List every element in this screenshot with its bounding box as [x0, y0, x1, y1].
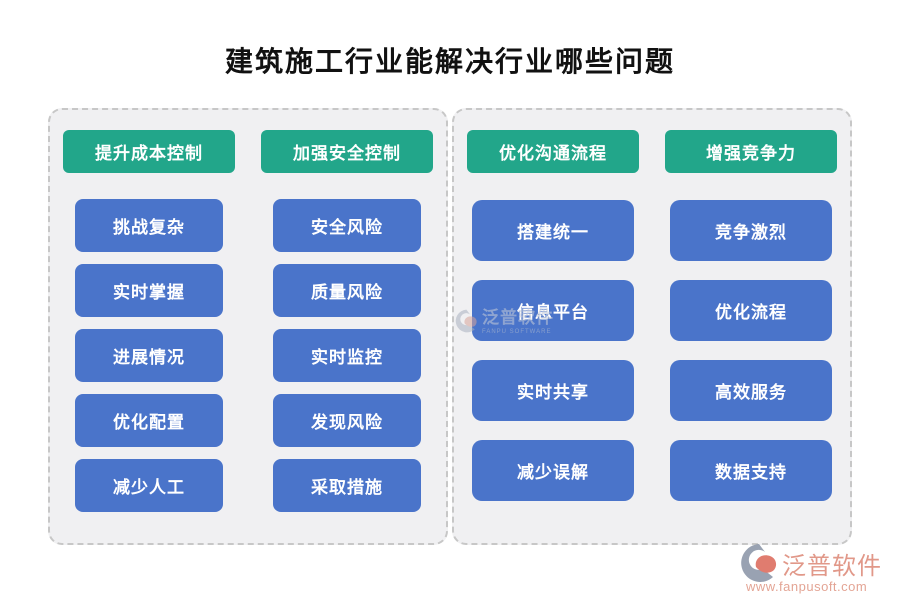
item-block: 信息平台 [472, 280, 634, 341]
item-block: 高效服务 [670, 360, 832, 421]
column-header-cost-control: 提升成本控制 [63, 130, 235, 173]
item-block: 竞争激烈 [670, 200, 832, 261]
page-title: 建筑施工行业能解决行业哪些问题 [224, 46, 675, 77]
panel-communication-competitiveness: 优化沟通流程 搭建统一 信息平台 实时共享 减少误解 增强竞争力 竞争激烈 优化… [452, 108, 852, 545]
item-block: 数据支持 [670, 440, 832, 501]
item-block: 采取措施 [273, 459, 421, 512]
column-competitiveness: 增强竞争力 竞争激烈 优化流程 高效服务 数据支持 [652, 110, 850, 543]
item-block: 发现风险 [273, 394, 421, 447]
fanpu-logo-icon [741, 544, 777, 582]
column-safety-control: 加强安全控制 安全风险 质量风险 实时监控 发现风险 采取措施 [248, 110, 446, 543]
column-header-safety-control: 加强安全控制 [261, 130, 433, 173]
item-block: 减少误解 [472, 440, 634, 501]
item-block: 减少人工 [75, 459, 223, 512]
footer-url-text: www.fanpusoft.com [746, 579, 868, 594]
item-block: 优化配置 [75, 394, 223, 447]
footer-brand-text: 泛普软件 [782, 552, 882, 580]
item-block: 实时共享 [472, 360, 634, 421]
item-block: 实时监控 [273, 329, 421, 382]
item-block: 挑战复杂 [75, 199, 223, 252]
column-communication: 优化沟通流程 搭建统一 信息平台 实时共享 减少误解 [454, 110, 652, 543]
item-block: 搭建统一 [472, 200, 634, 261]
item-block: 进展情况 [75, 329, 223, 382]
footer-logo: 泛普软件 www.fanpusoft.com [740, 543, 892, 594]
item-block: 实时掌握 [75, 264, 223, 317]
item-block: 安全风险 [273, 199, 421, 252]
item-block: 优化流程 [670, 280, 832, 341]
item-block: 质量风险 [273, 264, 421, 317]
panel-cost-safety: 提升成本控制 挑战复杂 实时掌握 进展情况 优化配置 减少人工 加强安全控制 安… [48, 108, 448, 545]
column-header-competitiveness: 增强竞争力 [665, 130, 837, 173]
column-header-communication: 优化沟通流程 [467, 130, 639, 173]
column-cost-control: 提升成本控制 挑战复杂 实时掌握 进展情况 优化配置 减少人工 [50, 110, 248, 543]
